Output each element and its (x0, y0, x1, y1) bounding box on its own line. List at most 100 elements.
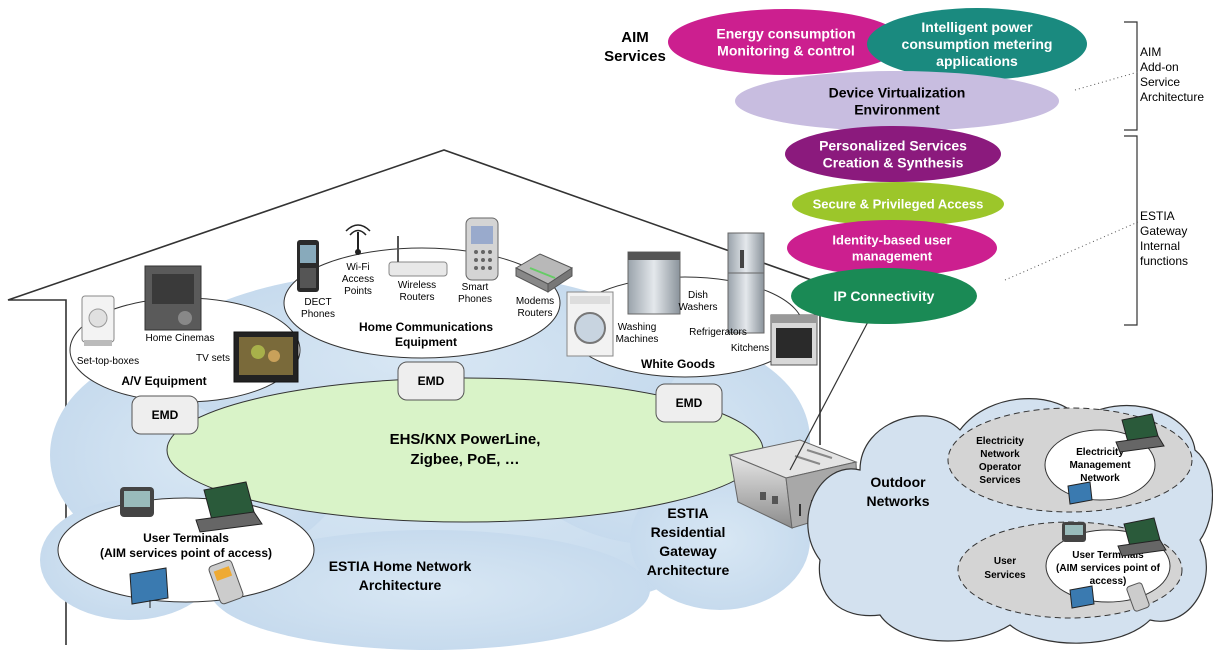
emd-box-comm: EMD (397, 361, 465, 401)
electricity-operator-line2: Network (980, 449, 1020, 460)
comm-group-title-line1: Home Communications (359, 320, 493, 334)
layer-personalized-label-line1: Personalized Services (819, 137, 967, 153)
estia-internal-line2: Gateway (1140, 224, 1187, 238)
electricity-operator-line4: Services (979, 475, 1021, 486)
emd-box-av: EMD (131, 395, 199, 435)
outdoor-tablet-icon (1069, 585, 1095, 609)
electricity-mgmt-line3: Network (1080, 473, 1120, 484)
comm-item-dect-line2: Phones (301, 309, 335, 320)
comm-item-smart-line1: Smart (462, 282, 489, 293)
white-item-washing-line2: Machines (616, 334, 659, 345)
outdoor-pda-icon (1062, 522, 1086, 542)
comm-item-smart-line2: Phones (458, 294, 492, 305)
modem-router-icon (514, 253, 574, 293)
dect-phone-icon (297, 240, 319, 292)
svg-text:EMD: EMD (418, 374, 445, 388)
aim-addon-line3: Service (1140, 75, 1180, 89)
layer-secure-shape (792, 182, 1004, 226)
home-network-label-line2: Architecture (359, 577, 442, 593)
outdoor-laptop-icon (1117, 517, 1167, 557)
layer-identity-shape (787, 220, 997, 276)
layer-metering-shape (867, 8, 1087, 80)
layer-metering-label-line2: consumption metering (902, 36, 1053, 52)
layer-virtualization-label-line2: Environment (854, 101, 940, 117)
network-label-line1: EHS/KNX PowerLine, (390, 431, 541, 448)
user-services-line2: Services (984, 570, 1026, 581)
tv-set-icon (233, 331, 299, 383)
comm-group-title-line2: Equipment (395, 335, 457, 349)
smart-phone-icon (465, 217, 499, 281)
layer-ip: IP Connectivity (791, 268, 977, 324)
layer-energy-label-line1: Energy consumption (716, 25, 855, 41)
aim-services-label-line1: AIM (621, 29, 649, 46)
aim-addon-pointer (1074, 71, 1139, 91)
layer-energy-shape (668, 9, 904, 75)
wifi-access-point-icon (345, 224, 371, 255)
comm-item-wireless-line2: Routers (399, 292, 434, 303)
outdoor-user-terminals-line2: (AIM services point of (1056, 563, 1161, 574)
gateway-label-line3: Gateway (659, 543, 717, 559)
comm-item-modem-line1: Modems (516, 296, 554, 307)
washing-machine-icon (566, 291, 614, 357)
white-group-title: White Goods (641, 357, 715, 371)
aim-services-label-line2: Services (604, 48, 666, 65)
estia-internal-pointer (1004, 221, 1139, 281)
layer-personalized-label-line2: Creation & Synthesis (823, 154, 964, 170)
network-label-line2: Zigbee, PoE, … (410, 451, 519, 468)
pda-icon (120, 487, 154, 517)
aim-addon-line4: Architecture (1140, 90, 1204, 104)
estia-internal-line1: ESTIA (1140, 209, 1175, 223)
user-terminals-label-line2: (AIM services point of access) (100, 546, 272, 560)
av-group-title: A/V Equipment (121, 374, 206, 388)
refrigerator-icon (727, 232, 765, 334)
layer-metering-label-line1: Intelligent power (921, 19, 1033, 35)
comm-item-wireless-line1: Wireless (398, 280, 436, 291)
mobile-phone-icon (208, 559, 244, 605)
electricity-mgmt-line1: Electricity (1076, 447, 1124, 458)
electricity-operator-line1: Electricity (976, 436, 1024, 447)
layer-ip-shape (791, 268, 977, 324)
av-item-tv-sets: TV sets (196, 353, 230, 364)
electricity-laptop-icon (1115, 413, 1165, 453)
layer-metering-label-line3: applications (936, 53, 1018, 69)
gateway-label-line4: Architecture (647, 562, 730, 578)
white-item-refrigerators: Refrigerators (689, 327, 747, 338)
user-terminals-label-line1: User Terminals (143, 531, 229, 545)
comm-item-wifi-line2: Access (342, 274, 374, 285)
white-item-washing-line1: Washing (618, 322, 657, 333)
comm-item-wifi-line3: Points (344, 286, 372, 297)
layer-identity-label-line2: management (852, 249, 933, 264)
estia-internal-bracket (1124, 135, 1138, 326)
wireless-router-icon (388, 236, 448, 277)
home-network-label-line1: ESTIA Home Network (329, 558, 472, 574)
comm-item-dect-line1: DECT (304, 297, 331, 308)
layer-identity-label-line1: Identity-based user (832, 233, 951, 248)
electricity-tablet-icon (1067, 481, 1093, 505)
white-item-kitchens: Kitchens (731, 343, 769, 354)
av-item-set-top-boxes: Set-top-boxes (77, 356, 139, 367)
layer-secure: Secure & Privileged Access (792, 182, 1004, 226)
outdoor-user-terminals-line3: access) (1090, 576, 1127, 587)
user-services-line1: User (994, 556, 1016, 567)
electricity-operator-line3: Operator (979, 462, 1021, 473)
dish-washer-icon (627, 251, 681, 315)
svg-text:EMD: EMD (676, 396, 703, 410)
layer-energy-label-line2: Monitoring & control (717, 42, 855, 58)
estia-internal-line4: functions (1140, 254, 1188, 268)
svg-text:EMD: EMD (152, 408, 179, 422)
aim-addon-bracket (1124, 21, 1138, 131)
electricity-mgmt-line2: Management (1069, 460, 1131, 471)
layer-virtualization-label-line1: Device Virtualization (829, 84, 966, 100)
estia-internal-line3: Internal (1140, 239, 1180, 253)
outdoor-phone-icon (1126, 582, 1150, 612)
white-item-dish-line2: Washers (678, 302, 717, 313)
aim-addon-line1: AIM (1140, 45, 1161, 59)
white-item-dish-line1: Dish (688, 290, 708, 301)
